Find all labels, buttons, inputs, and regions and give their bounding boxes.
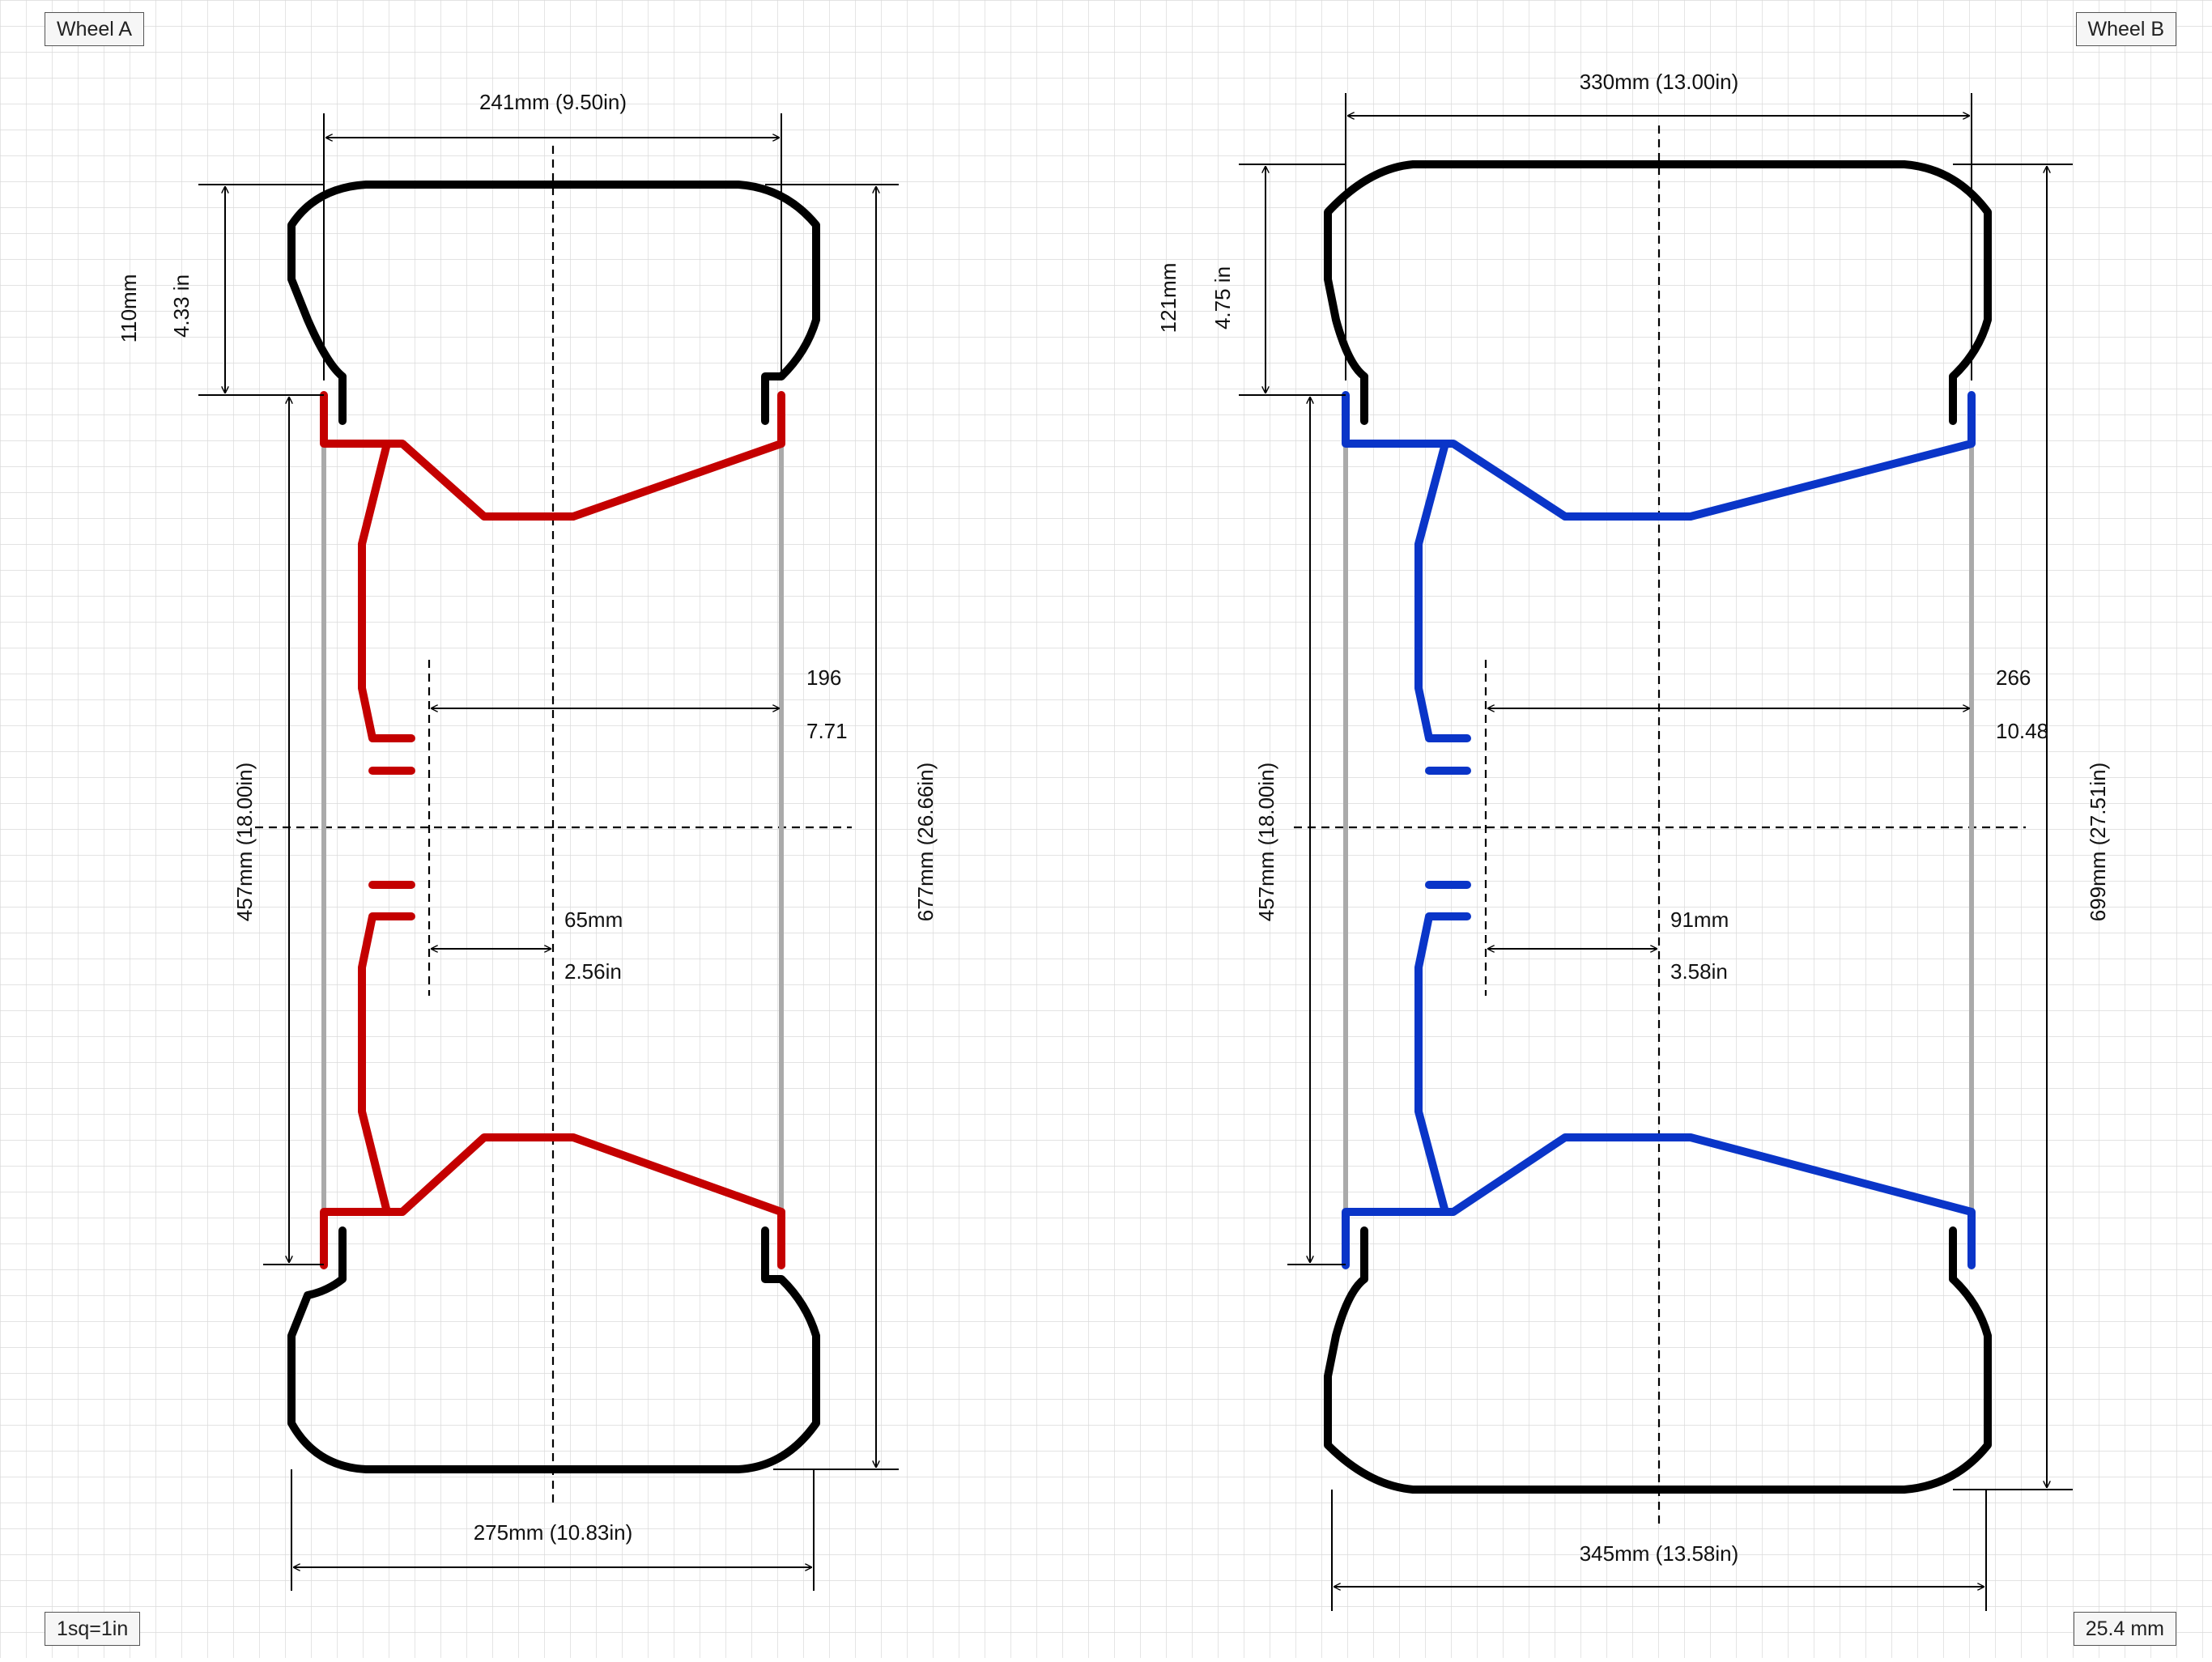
wheel-b-title-label: Wheel B [2075, 12, 2176, 46]
wheel-b-offset-mm-label: 91mm [1670, 908, 1729, 932]
wheel-a-rim-diameter-label: 457mm (18.00in) [232, 763, 257, 922]
wheel-a-spoke-top [358, 440, 415, 742]
wheel-b-rim-diameter-label: 457mm (18.00in) [1254, 763, 1278, 922]
wheel-b-backspace-mm-label: 266 [1996, 665, 2031, 690]
wheel-a-offset-mm-label: 65mm [564, 908, 623, 932]
wheel-b-sidewall-mm-label: 121mm [1156, 263, 1180, 334]
wheel-b-rim-width-label: 330mm (13.00in) [1580, 70, 1739, 94]
wheel-a-offset-in-label: 2.56in [564, 959, 622, 984]
wheel-b-offset-in-label: 3.58in [1670, 959, 1728, 984]
wheel-b-sidewall-in-label: 4.75 in [1210, 266, 1235, 329]
wheel-b-backspace-in-label: 10.48 [1996, 719, 2048, 743]
wheel-a-tire-width-label: 275mm (10.83in) [474, 1520, 633, 1545]
grid-scale-label: 1sq=1in [45, 1612, 141, 1646]
wheel-a-backspace-in-label: 7.71 [806, 719, 848, 743]
wheel-a-rim-top [320, 391, 785, 521]
wheel-a-tire-top [287, 181, 820, 425]
wheel-b-group: 330mm (13.00in) 345mm (13.58in) 121mm 4.… [1156, 70, 2110, 1611]
wheel-b-rim-bottom [1342, 1133, 1976, 1269]
wheel-a-group: 241mm (9.50in) 275mm (10.83in) 110mm 4.3… [117, 90, 938, 1591]
wheel-a-backspace-mm-label: 196 [806, 665, 841, 690]
wheel-a-title-label: Wheel A [45, 12, 145, 46]
wheel-a-overall-diameter-label: 677mm (26.66in) [913, 763, 938, 922]
wheel-a-rim-width-label: 241mm (9.50in) [479, 90, 627, 114]
wheel-a-spoke-bottom [358, 912, 415, 1216]
wheel-a-tire-bottom [287, 1226, 820, 1473]
wheel-b-tire-width-label: 345mm (13.58in) [1580, 1541, 1739, 1566]
wheel-a-sidewall-in-label: 4.33 in [169, 274, 194, 338]
wheel-b-spoke-top [1414, 440, 1471, 742]
wheel-b-spoke-bottom [1414, 912, 1471, 1216]
wheel-b-tire-top [1324, 160, 1992, 425]
wheel-a-rim-bottom [320, 1133, 785, 1269]
wheel-a-sidewall-mm-label: 110mm [117, 274, 141, 343]
wheel-b-overall-diameter-label: 699mm (27.51in) [2086, 763, 2110, 922]
unit-conversion-label: 25.4 mm [2073, 1612, 2176, 1646]
wheel-b-rim-top [1342, 391, 1976, 521]
wheel-b-tire-bottom [1324, 1226, 1992, 1494]
